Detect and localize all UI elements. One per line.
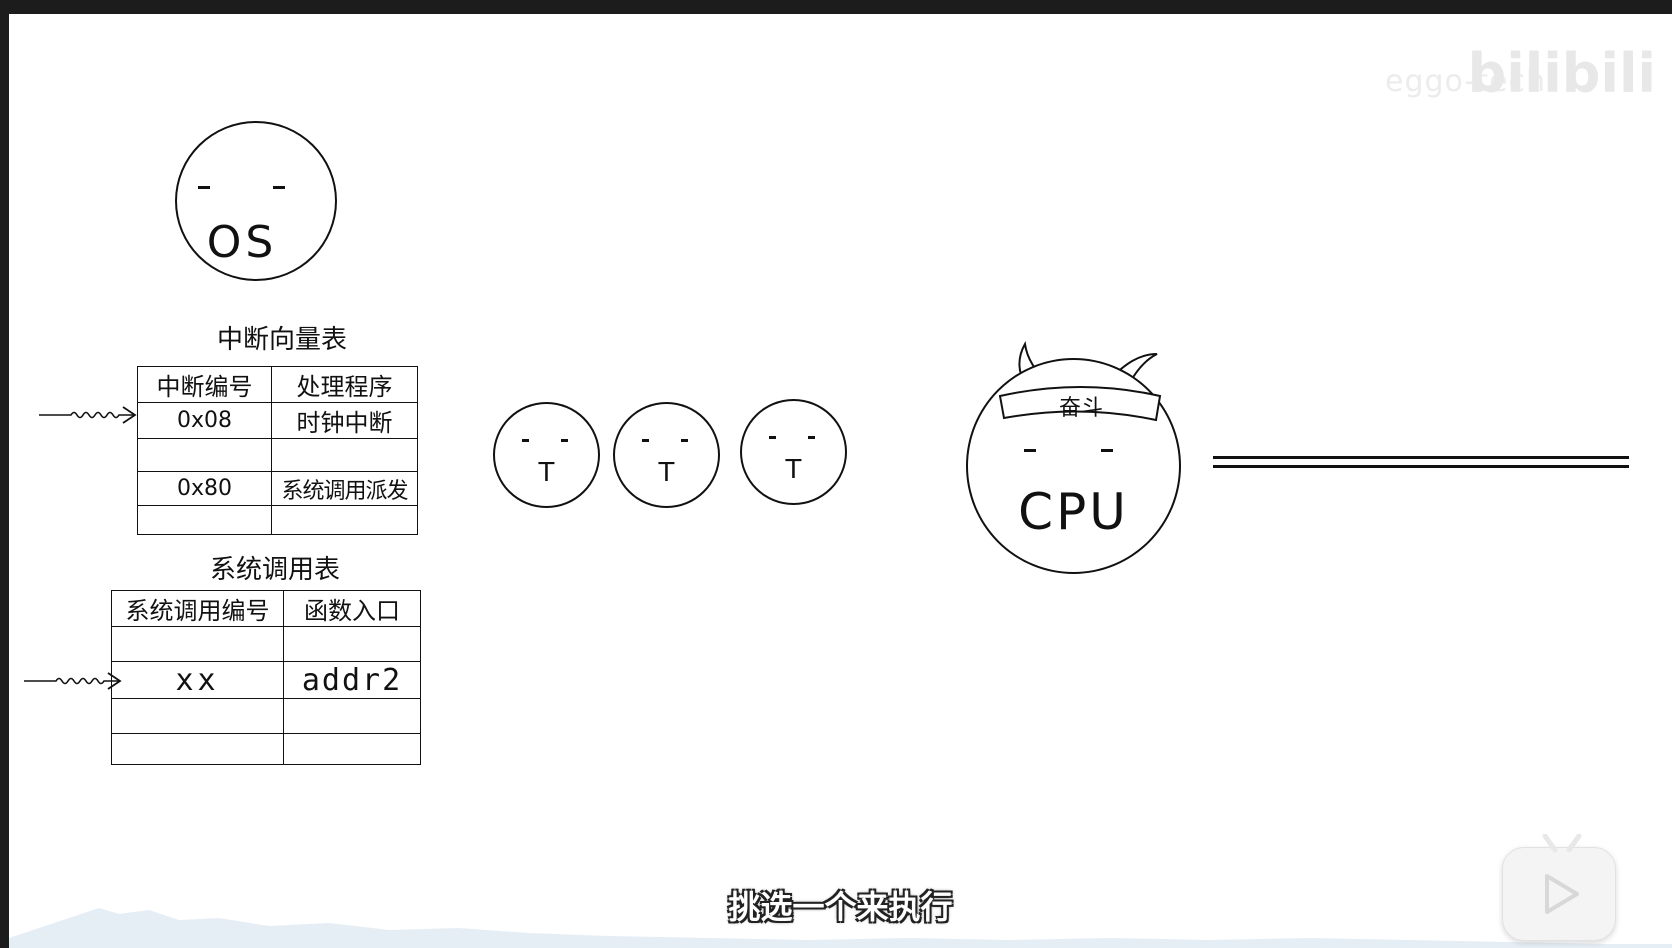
syscall-table: 系统调用编号 函数入口 xx addr2: [111, 590, 421, 765]
table-cell: 时钟中断: [271, 402, 418, 439]
table-row: [137, 438, 418, 472]
table-cell: [283, 733, 421, 765]
left-eye: [769, 436, 776, 439]
thread-character: T: [740, 399, 847, 505]
mountain-decoration: [9, 908, 1672, 948]
right-eye: [561, 439, 568, 442]
table-header-row: 系统调用编号 函数入口: [111, 590, 421, 627]
video-subtitle: 挑选一个来执行: [728, 888, 953, 926]
os-label: OS: [206, 217, 278, 268]
table-cell: 系统调用派发: [271, 471, 418, 506]
table-cell: xx: [111, 661, 284, 699]
os-character: OS: [175, 121, 337, 281]
table-row: [111, 733, 421, 765]
table-cell: [283, 698, 421, 734]
thread-character: T: [613, 402, 720, 508]
header-cell: 函数入口: [283, 590, 421, 627]
table-header-row: 中断编号 处理程序: [137, 366, 418, 403]
table-cell: [111, 626, 284, 662]
table-row: [111, 626, 421, 662]
thread-label: T: [785, 455, 802, 485]
table-cell: addr2: [283, 661, 421, 699]
play-button[interactable]: [1502, 834, 1616, 941]
table-cell: [271, 505, 418, 535]
interrupt-table-title: 中断向量表: [216, 325, 347, 355]
table-row: xx addr2: [111, 661, 421, 699]
header-cell: 系统调用编号: [111, 590, 284, 627]
cpu-headband-text: 奋斗: [1058, 396, 1103, 421]
window-left-border: [0, 0, 9, 948]
table-cell: 0x80: [137, 471, 272, 506]
header-cell: 中断编号: [137, 366, 272, 403]
right-eye: [808, 436, 815, 439]
right-eye: [1101, 449, 1113, 452]
table-cell: [137, 505, 272, 535]
table-cell: 0x08: [137, 402, 272, 439]
table-cell: [283, 626, 421, 662]
thread-label: T: [658, 458, 675, 488]
left-eye: [642, 439, 649, 442]
pointer-arrow-interrupt: [39, 406, 137, 424]
play-icon: [1542, 834, 1582, 853]
bilibili-logo: bilibili: [1467, 42, 1656, 105]
track-line: [1213, 456, 1629, 459]
syscall-table-title: 系统调用表: [209, 555, 340, 585]
play-triangle-icon: [1545, 874, 1579, 914]
thread-character: T: [493, 402, 600, 508]
table-cell: [271, 438, 418, 472]
interrupt-vector-table: 中断编号 处理程序 0x08 时钟中断 0x80 系统调用派发: [137, 366, 418, 535]
table-cell: [111, 698, 284, 734]
right-eye: [273, 186, 285, 189]
cpu-headband: [998, 386, 1162, 422]
channel-watermark: eggo-tech: [1384, 64, 1546, 99]
right-eye: [681, 439, 688, 442]
window-top-bar: [0, 0, 1672, 14]
left-eye: [1024, 449, 1036, 452]
table-row: [111, 698, 421, 734]
table-cell: [111, 733, 284, 765]
track-line: [1213, 465, 1629, 468]
video-frame[interactable]: eggo-tech bilibili OS 中断向量表 中断编号 处理程序 0x…: [9, 14, 1672, 948]
table-cell: [137, 438, 272, 472]
pointer-arrow-syscall: [24, 672, 122, 690]
table-row: [137, 505, 418, 535]
table-row: 0x08 时钟中断: [137, 402, 418, 439]
thread-label: T: [538, 458, 555, 488]
left-eye: [198, 186, 210, 189]
left-eye: [522, 439, 529, 442]
table-row: 0x80 系统调用派发: [137, 471, 418, 506]
header-cell: 处理程序: [271, 366, 418, 403]
cpu-label: CPU: [1018, 483, 1129, 541]
